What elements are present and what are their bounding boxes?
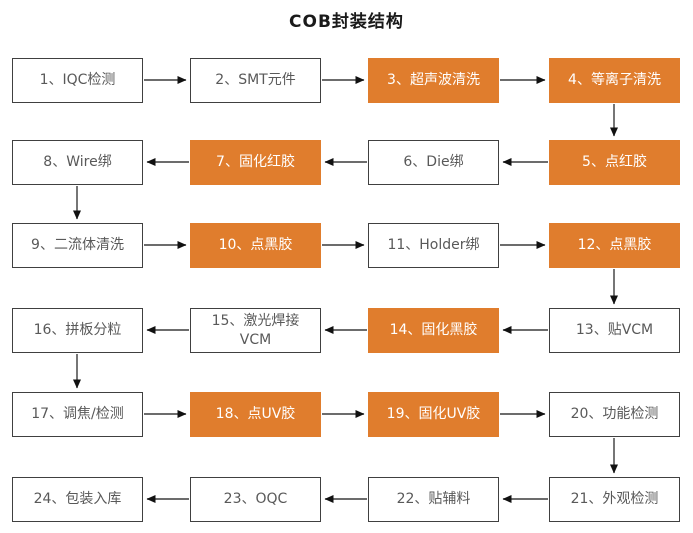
flow-node-11: 11、Holder绑 [368,223,499,268]
page-title: COB封装结构 [289,12,404,32]
flow-node-13: 13、贴VCM [549,308,680,353]
flow-node-21: 21、外观检测 [549,477,680,522]
flow-node-6: 6、Die绑 [368,140,499,185]
flow-node-9: 9、二流体清洗 [12,223,143,268]
flow-node-16: 16、拼板分粒 [12,308,143,353]
flow-node-14: 14、固化黑胶 [368,308,499,353]
flow-node-10: 10、点黑胶 [190,223,321,268]
flow-node-1: 1、IQC检测 [12,58,143,103]
flow-node-19: 19、固化UV胶 [368,392,499,437]
flow-node-12: 12、点黑胶 [549,223,680,268]
flow-node-4: 4、等离子清洗 [549,58,680,103]
flow-node-23: 23、OQC [190,477,321,522]
flow-node-15: 15、激光焊接VCM [190,308,321,353]
flow-node-18: 18、点UV胶 [190,392,321,437]
flow-node-8: 8、Wire绑 [12,140,143,185]
flow-node-22: 22、贴辅料 [368,477,499,522]
flow-node-24: 24、包装入库 [12,477,143,522]
flow-node-5: 5、点红胶 [549,140,680,185]
flow-node-3: 3、超声波清洗 [368,58,499,103]
flow-node-7: 7、固化红胶 [190,140,321,185]
flow-node-17: 17、调焦/检测 [12,392,143,437]
flow-node-2: 2、SMT元件 [190,58,321,103]
flow-node-20: 20、功能检测 [549,392,680,437]
